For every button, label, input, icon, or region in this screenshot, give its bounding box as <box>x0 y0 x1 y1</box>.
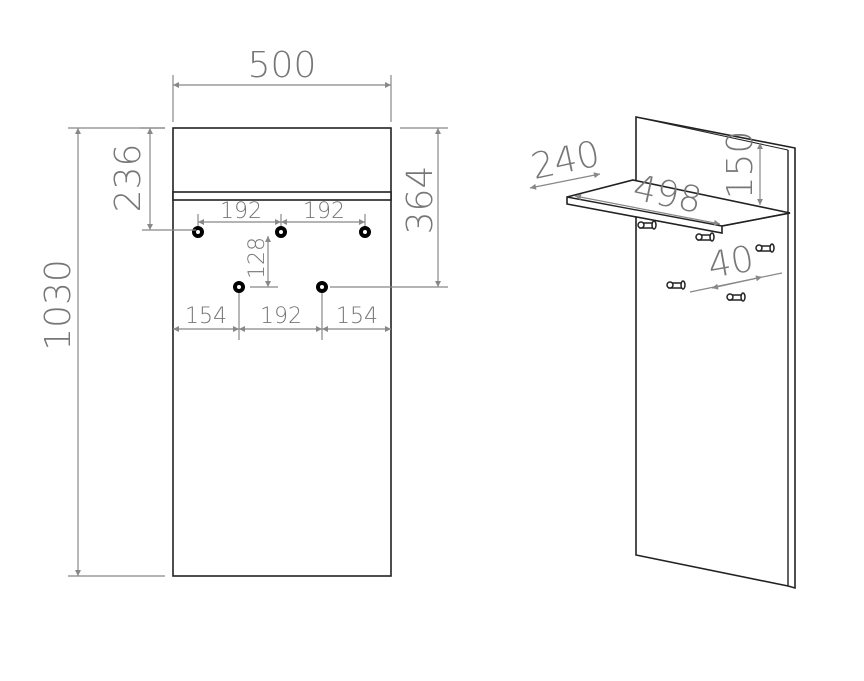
hook-icon <box>726 292 746 302</box>
hook-icon <box>359 226 371 238</box>
dim-row-gap: 128 <box>245 236 278 288</box>
front-view: 500 1030 236 364 1 <box>38 45 448 577</box>
front-panel <box>172 127 392 577</box>
dim-width-label: 500 <box>248 45 317 86</box>
dim-top-hooks: 192 192 <box>197 199 366 226</box>
dim-height-label: 1030 <box>38 259 79 351</box>
dim-shelf-offset-label: 236 <box>108 144 149 213</box>
dim-bottom-left-label: 154 <box>185 304 227 329</box>
dim-height: 1030 <box>38 127 165 577</box>
dim-top-right-label: 192 <box>303 199 345 224</box>
dim-shelf-clearance: 150 <box>720 131 763 205</box>
dim-shelf-clearance-label: 150 <box>720 131 761 200</box>
hooks <box>192 226 371 293</box>
dim-shelf-depth-label: 240 <box>528 134 604 188</box>
iso-view: 240 498 150 40 <box>528 116 796 590</box>
hook-icon <box>192 226 204 238</box>
dim-shelf-depth: 240 <box>528 134 604 190</box>
hook-icon <box>755 243 775 253</box>
dim-hook-length-label: 40 <box>705 239 757 287</box>
front-shelf <box>172 191 392 201</box>
dim-width: 500 <box>172 45 392 122</box>
dim-row-gap-label: 128 <box>245 237 270 279</box>
dim-lower-hooks-label: 364 <box>400 166 441 235</box>
hook-icon <box>233 281 245 293</box>
dim-bottom-right-label: 154 <box>336 304 378 329</box>
hook-icon <box>275 226 287 238</box>
iso-panel <box>635 116 796 590</box>
dim-bottom-middle-label: 192 <box>260 304 302 329</box>
hook-icon <box>666 280 686 290</box>
hook-icon <box>695 232 715 242</box>
hook-icon <box>316 281 328 293</box>
dim-top-left-label: 192 <box>220 199 262 224</box>
dim-hook-length: 40 <box>689 239 783 293</box>
dim-bottom-row: 154 192 154 <box>173 293 391 340</box>
dim-lower-hooks: 364 <box>330 127 448 288</box>
dim-shelf-offset: 236 <box>108 127 196 231</box>
